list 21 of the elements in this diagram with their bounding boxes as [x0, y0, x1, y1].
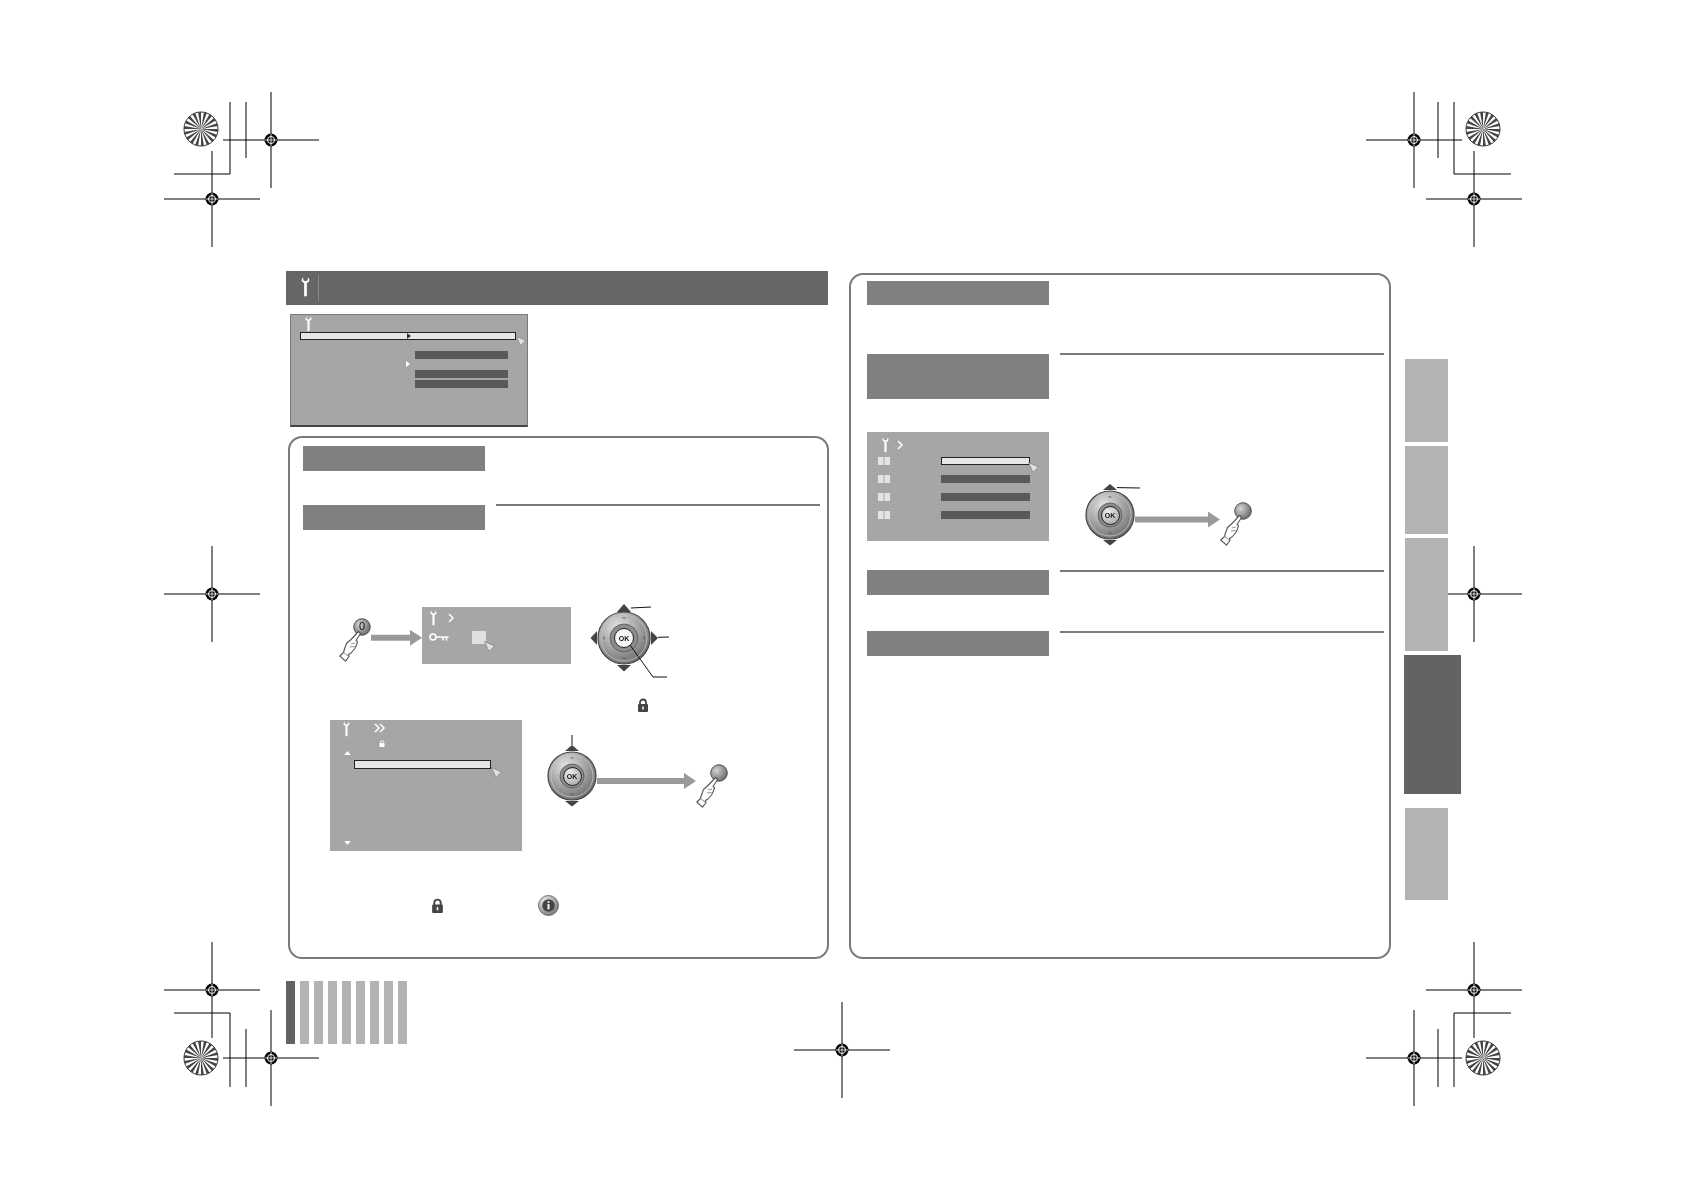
section-tab	[1404, 655, 1461, 794]
menu-screen	[422, 607, 571, 664]
section-tab	[1405, 359, 1448, 442]
heading-bar	[303, 446, 485, 471]
leader-line	[630, 606, 652, 609]
leader-line	[629, 644, 668, 678]
heading-bar	[867, 281, 1049, 305]
heading-bar	[867, 354, 1049, 399]
section-tab	[1405, 538, 1448, 651]
arrow	[371, 629, 422, 646]
key-number: 0	[357, 619, 367, 635]
heading-bar	[867, 570, 1049, 595]
leader-line	[657, 636, 670, 638]
leader-line	[571, 734, 573, 746]
heading-bar	[303, 505, 485, 530]
arrow	[1135, 511, 1220, 528]
arrow	[597, 773, 696, 789]
leader-line	[1116, 487, 1141, 489]
section-tab	[1405, 446, 1448, 534]
section-tab	[1405, 808, 1448, 900]
heading-bar	[867, 631, 1049, 656]
